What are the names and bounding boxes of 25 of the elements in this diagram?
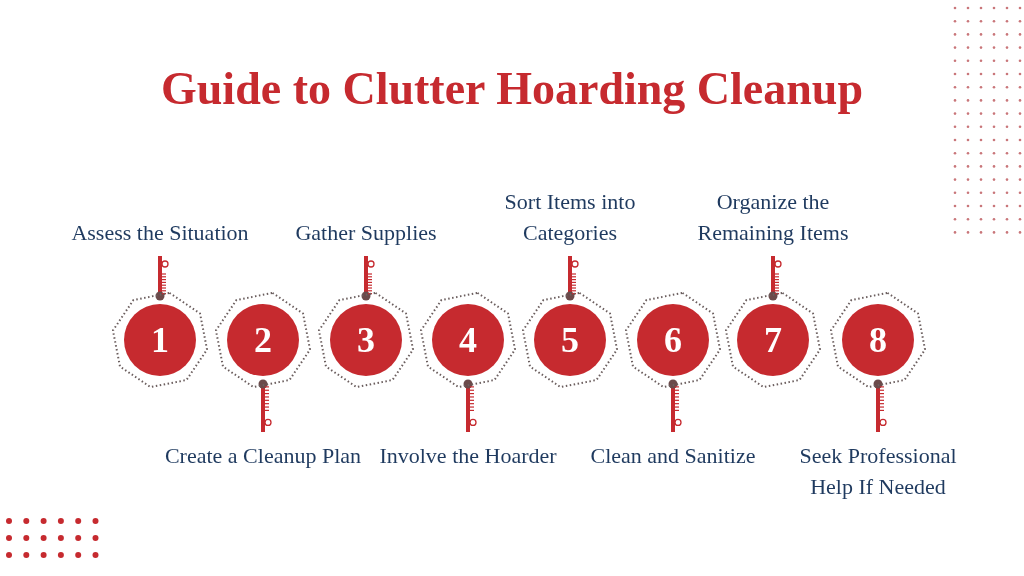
step-label: Seek Professional Help If Needed xyxy=(798,442,958,501)
step-number: 3 xyxy=(357,322,375,358)
step-badge xyxy=(828,290,928,390)
step-badge xyxy=(316,290,416,390)
step-number: 2 xyxy=(254,322,272,358)
step-number: 7 xyxy=(764,322,782,358)
step-label: Organize the Remaining Items xyxy=(696,188,850,247)
step-badge xyxy=(418,290,518,390)
step-number: 1 xyxy=(151,322,169,358)
step-label: Sort Items into Categories xyxy=(503,188,637,247)
title: Guide to Clutter Hoarding Cleanup xyxy=(160,62,864,116)
step-badge xyxy=(110,290,210,390)
step-number: 8 xyxy=(869,322,887,358)
step-label: Assess the Situation xyxy=(71,219,249,247)
step-label: Clean and Sanitize xyxy=(590,442,756,470)
step-label: Gather Supplies xyxy=(295,219,437,247)
step-badge xyxy=(213,290,313,390)
step-number: 4 xyxy=(459,322,477,358)
step-badge xyxy=(623,290,723,390)
step-number: 5 xyxy=(561,322,579,358)
step-number: 6 xyxy=(664,322,682,358)
step-badge xyxy=(520,290,620,390)
step-label: Involve the Hoarder xyxy=(379,442,557,470)
step-badge xyxy=(723,290,823,390)
step-label: Create a Cleanup Plan xyxy=(164,442,362,470)
